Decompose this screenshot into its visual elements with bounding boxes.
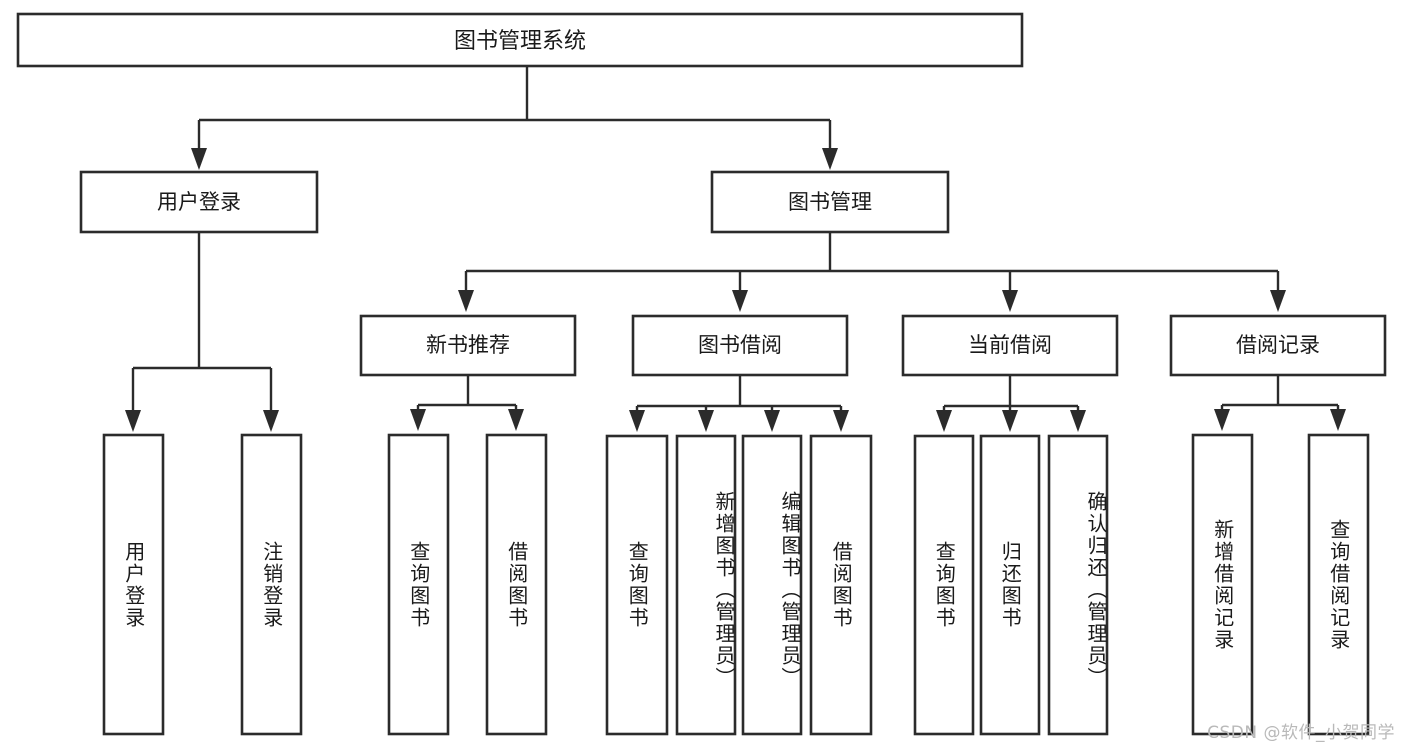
arrowhead-leaf-book-borrow-2 [698, 410, 714, 432]
node-book-borrow[interactable] [631, 314, 849, 377]
node-user-login[interactable] [79, 170, 319, 234]
node-layer: 图书管理系统 用户登录 图书管理 新书推荐 图书借阅 当前借阅 借阅记录 [16, 12, 1387, 736]
node-leaf-add-borrow-record[interactable] [1191, 433, 1254, 736]
csdn-watermark: CSDN @软件_小贺同学 [1207, 723, 1395, 743]
arrowhead-new-book [458, 290, 474, 312]
arrowhead-leaf-current-borrow-2 [1002, 410, 1018, 432]
node-book-borrow-label: 图书借阅 [698, 333, 782, 357]
node-leaf-query-book-recommend[interactable] [387, 433, 450, 736]
node-borrow-record[interactable] [1169, 314, 1387, 377]
node-leaf-borrow-book-recommend[interactable] [485, 433, 548, 736]
node-leaf-user-login[interactable] [102, 433, 165, 736]
node-root-book-management-system[interactable] [16, 12, 1024, 68]
arrowhead-leaf-book-borrow-4 [833, 410, 849, 432]
node-book-management[interactable] [710, 170, 950, 234]
node-borrow-record-label: 借阅记录 [1236, 333, 1320, 357]
node-book-management-label: 图书管理 [788, 190, 872, 214]
arrowhead-leaf-new-book-1 [410, 409, 426, 431]
arrowhead-leaf-user-login-1 [125, 410, 141, 432]
arrowhead-leaf-user-login-2 [263, 410, 279, 432]
arrowhead-leaf-book-borrow-3 [764, 410, 780, 432]
arrowhead-book-borrow [732, 290, 748, 312]
node-leaf-query-book-current[interactable] [913, 434, 975, 736]
node-current-borrow-label: 当前借阅 [968, 333, 1052, 357]
node-current-borrow[interactable] [901, 314, 1119, 377]
node-leaf-add-book-admin[interactable] [675, 434, 737, 736]
node-user-login-label: 用户登录 [157, 190, 241, 214]
arrowhead-leaf-borrow-record-1 [1214, 409, 1230, 431]
arrowhead-current-borrow [1002, 290, 1018, 312]
node-root-label: 图书管理系统 [454, 29, 586, 54]
node-leaf-confirm-return-admin[interactable] [1047, 434, 1109, 736]
arrowhead-leaf-new-book-2 [508, 409, 524, 431]
node-new-book-recommend-label: 新书推荐 [426, 333, 510, 357]
node-leaf-logout[interactable] [240, 433, 303, 736]
arrowhead-leaf-current-borrow-1 [936, 410, 952, 432]
arrowhead-leaf-borrow-record-2 [1330, 409, 1346, 431]
arrowhead-user-login [191, 148, 207, 170]
node-leaf-borrow-book[interactable] [809, 434, 873, 736]
arrowhead-leaf-current-borrow-3 [1070, 410, 1086, 432]
node-leaf-return-book[interactable] [979, 434, 1041, 736]
node-new-book-recommend[interactable] [359, 314, 577, 377]
arrowhead-book-manage [822, 148, 838, 170]
node-leaf-edit-book-admin[interactable] [741, 434, 803, 736]
arrowhead-leaf-book-borrow-1 [629, 410, 645, 432]
arrowhead-borrow-record [1270, 290, 1286, 312]
node-leaf-query-book-borrow[interactable] [605, 434, 669, 736]
node-leaf-query-borrow-record[interactable] [1307, 433, 1370, 736]
